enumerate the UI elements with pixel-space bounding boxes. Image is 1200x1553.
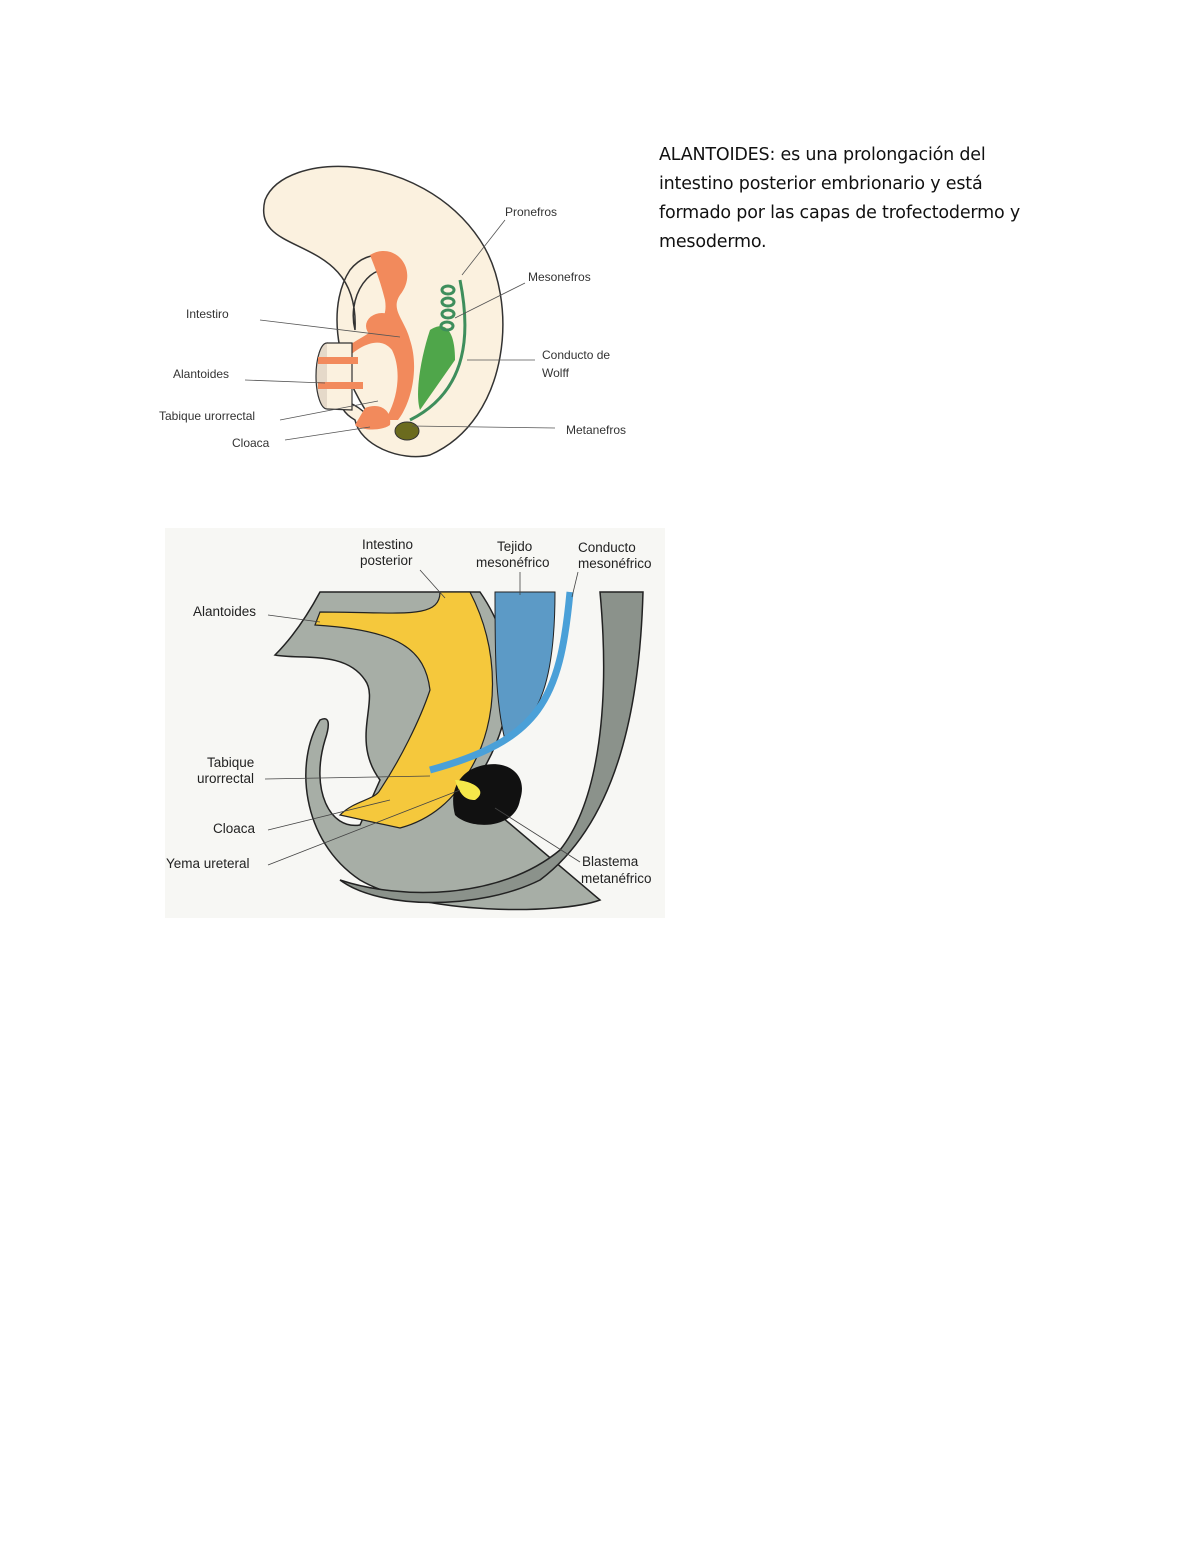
label-tabique: Tabique urorrectal <box>159 409 256 423</box>
label-metanefros: Metanefros <box>566 423 627 437</box>
cloaca-diagram <box>165 528 665 918</box>
label-cloaca-2: Cloaca <box>213 821 256 836</box>
alantoides-definition: ALANTOIDES: es una prolongación del inte… <box>659 141 1059 257</box>
label-alantoides: Alantoides <box>173 367 230 381</box>
label-intestino-posterior-2: posterior <box>360 553 413 568</box>
label-tejido-1: Tejido <box>497 539 533 554</box>
label-tejido-2: mesonéfrico <box>476 555 550 570</box>
definition-term: ALANTOIDES: <box>659 145 776 165</box>
label-conducto-wolff-2: Wolff <box>542 366 569 380</box>
label-tabique-1: Tabique <box>207 755 255 770</box>
label-tabique-2: urorrectal <box>197 771 255 786</box>
label-alantoides-2: Alantoides <box>193 604 257 619</box>
label-intestino: Intestiro <box>186 307 229 321</box>
label-yema-ureteral: Yema ureteral <box>166 856 250 871</box>
label-intestino-posterior-1: Intestino <box>362 537 414 552</box>
label-conducto-2: mesonéfrico <box>578 556 652 571</box>
label-cloaca: Cloaca <box>232 436 270 450</box>
definition-text: es una prolongación del intestino poster… <box>659 145 1020 252</box>
label-conducto-1: Conducto <box>578 540 636 555</box>
label-blastema-2: metanéfrico <box>581 871 652 886</box>
label-pronefros: Pronefros <box>505 205 558 219</box>
label-blastema-1: Blastema <box>582 854 639 869</box>
label-conducto-wolff-1: Conducto de <box>542 348 611 362</box>
label-mesonefros: Mesonefros <box>528 270 591 284</box>
embryo-diagram <box>244 165 556 458</box>
